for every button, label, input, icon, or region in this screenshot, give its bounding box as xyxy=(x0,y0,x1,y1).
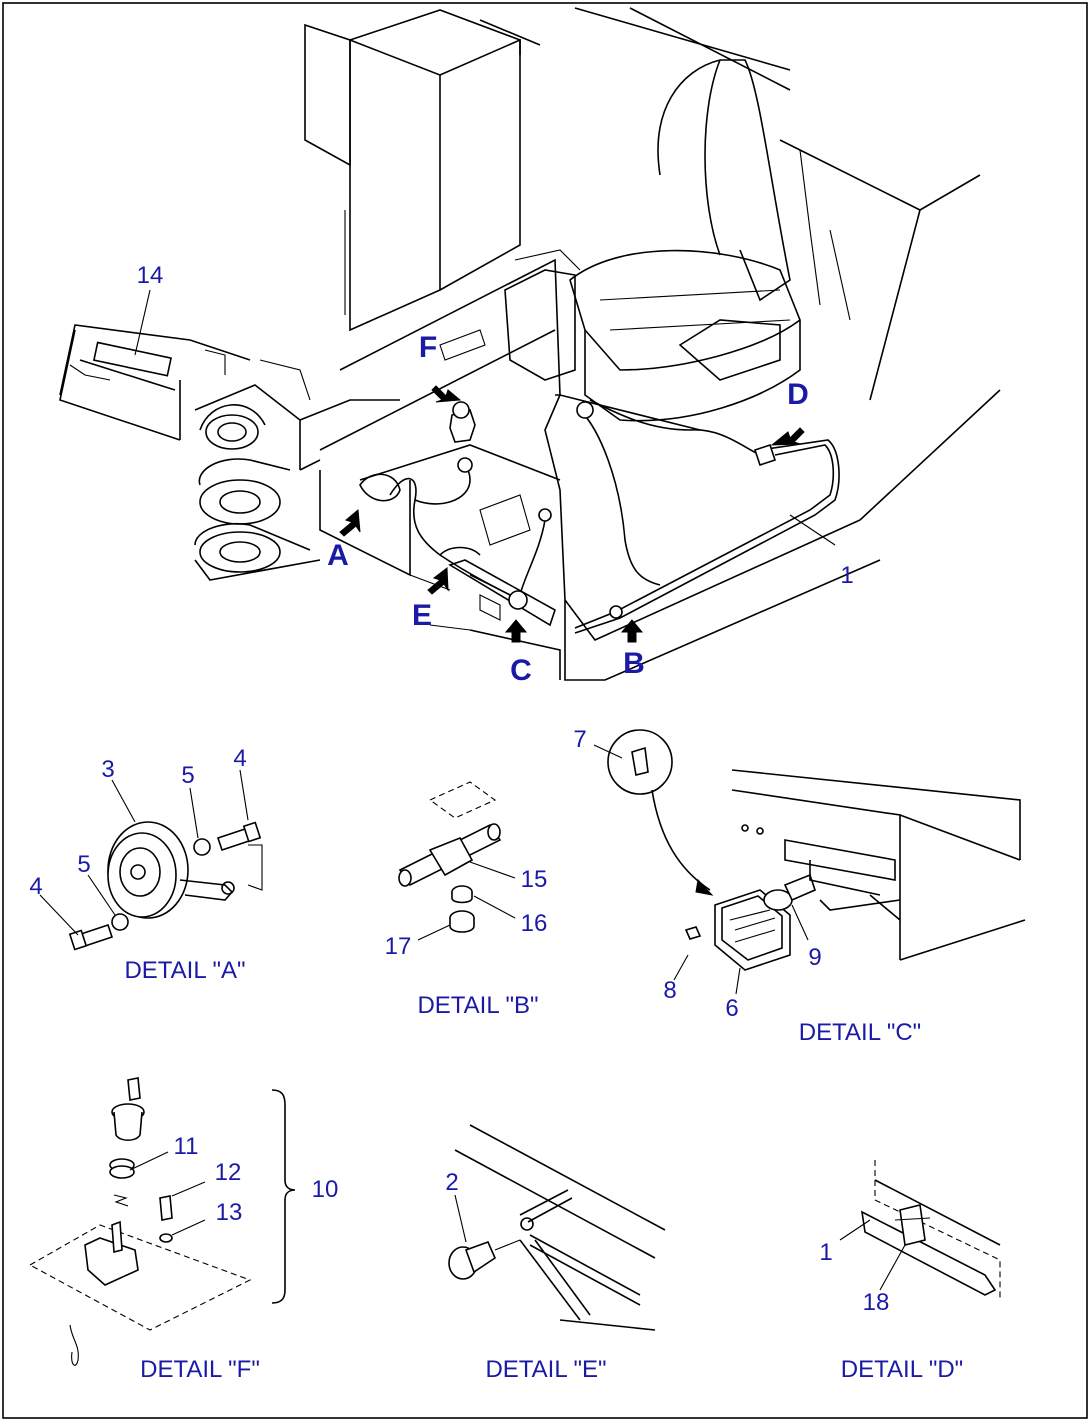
detail-b-title: DETAIL "B" xyxy=(417,992,538,1019)
letter-d: D xyxy=(787,378,809,411)
detail-d-drawing xyxy=(839,1160,1001,1300)
detail-e-title: DETAIL "E" xyxy=(485,1356,606,1383)
label-5-lower: 5 xyxy=(77,851,90,878)
main-assembly-view xyxy=(59,7,1001,681)
label-4-lower: 4 xyxy=(29,873,42,900)
label-16: 16 xyxy=(521,910,548,937)
detail-d-title: DETAIL "D" xyxy=(841,1356,963,1383)
label-13: 13 xyxy=(216,1199,243,1226)
detail-c-title: DETAIL "C" xyxy=(799,1019,921,1046)
label-8: 8 xyxy=(663,977,676,1004)
arrow-f xyxy=(431,385,462,403)
letter-c: C xyxy=(510,654,532,687)
label-17: 17 xyxy=(385,933,412,960)
label-3: 3 xyxy=(101,756,114,783)
detail-a-title: DETAIL "A" xyxy=(124,957,245,984)
label-11: 11 xyxy=(174,1133,199,1160)
detail-f-drawing xyxy=(28,1077,296,1366)
label-14: 14 xyxy=(137,262,164,289)
arrow-a xyxy=(339,509,361,537)
letter-a: A xyxy=(327,539,349,572)
label-5-upper: 5 xyxy=(181,762,194,789)
label-7: 7 xyxy=(573,726,586,753)
arrow-b xyxy=(620,619,644,643)
label-1-detail-d: 1 xyxy=(819,1239,832,1266)
detail-b-drawing xyxy=(398,781,516,941)
detail-f-title: DETAIL "F" xyxy=(140,1356,260,1383)
label-4-upper: 4 xyxy=(233,745,246,772)
arrow-c xyxy=(504,619,528,643)
label-1-main: 1 xyxy=(840,562,853,589)
label-15: 15 xyxy=(521,866,548,893)
arrow-d xyxy=(770,427,805,446)
detail-a-drawing xyxy=(39,769,263,951)
label-12: 12 xyxy=(215,1159,242,1186)
detail-e-drawing xyxy=(448,1124,666,1331)
label-18: 18 xyxy=(863,1289,890,1316)
letter-f: F xyxy=(419,331,437,364)
arrow-e xyxy=(427,567,449,595)
label-9: 9 xyxy=(808,944,821,971)
label-6: 6 xyxy=(725,995,738,1022)
label-10: 10 xyxy=(312,1176,339,1203)
letter-e: E xyxy=(412,599,432,632)
detail-c-drawing xyxy=(593,729,1026,995)
label-2: 2 xyxy=(445,1169,458,1196)
letter-b: B xyxy=(623,647,645,680)
